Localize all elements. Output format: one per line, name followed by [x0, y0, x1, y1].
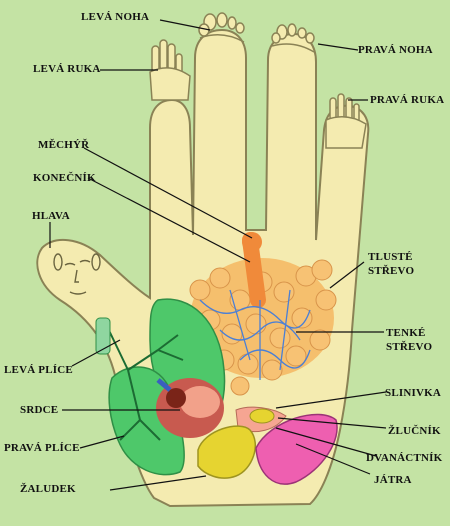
label-leva-ruka: LEVÁ RUKA: [33, 63, 101, 75]
label-prava-plice: PRAVÁ PLÍCE: [4, 442, 80, 454]
label-leva-plice: LEVÁ PLÍCE: [4, 364, 73, 376]
label-leva-noha: LEVÁ NOHA: [81, 11, 150, 23]
right-hand-fingers: [325, 93, 367, 149]
label-tenke-strevo-line2: STŘEVO: [386, 341, 433, 353]
intestines: [184, 232, 337, 396]
label-prava-noha: PRAVÁ NOHA: [358, 44, 433, 56]
label-tluste-strevo-line1: TLUSTÉ: [368, 251, 413, 263]
label-konecnik: KONEČNÍK: [33, 172, 96, 184]
label-mechyr: MĚCHÝŘ: [38, 139, 90, 151]
head-face: [53, 253, 101, 295]
liver: [255, 413, 338, 485]
label-tenke-strevo-line1: TENKÉ: [386, 327, 426, 339]
label-zlucnik: ŽLUČNÍK: [388, 425, 441, 437]
label-srdce: SRDCE: [20, 404, 59, 416]
label-hlava: HLAVA: [32, 210, 70, 222]
stomach: [197, 425, 256, 479]
label-tluste-strevo-line2: STŘEVO: [368, 265, 415, 277]
trachea: [95, 317, 111, 355]
leader-lines: [49, 19, 387, 491]
label-zaludek: ŽALUDEK: [20, 483, 76, 495]
right-foot-toes: [271, 23, 315, 53]
label-prava-ruka: PRAVÁ RUKA: [370, 94, 445, 106]
left-hand-fingers: [149, 39, 191, 101]
gallbladder: [249, 408, 275, 424]
label-jatra: JÁTRA: [374, 474, 412, 486]
bladder: [242, 232, 262, 252]
heart: [156, 378, 224, 438]
label-dvanactnik: DVANÁCTNÍK: [366, 452, 443, 464]
label-slinivka: SLINIVKA: [385, 387, 442, 399]
